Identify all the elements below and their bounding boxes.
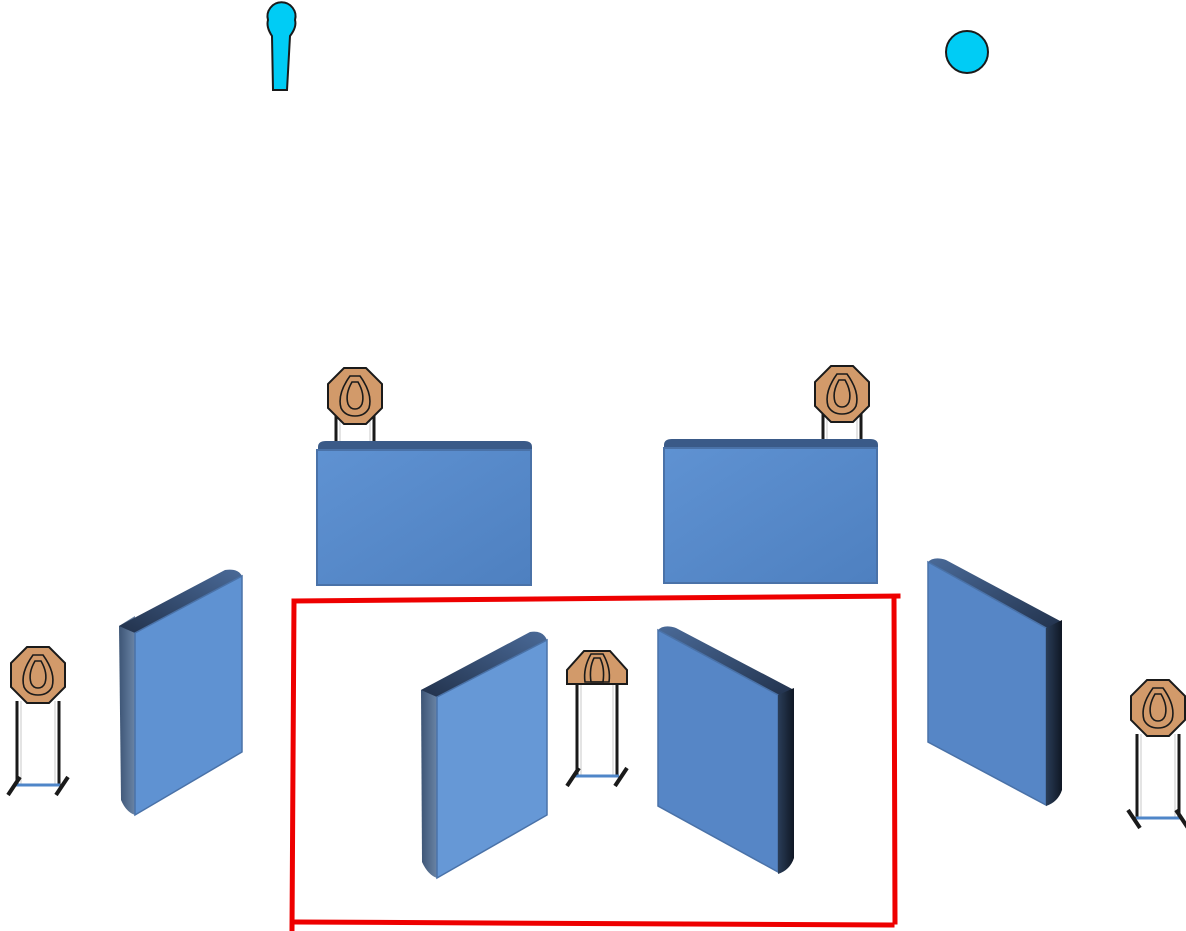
barricade-rear-left xyxy=(316,441,532,586)
target-far-right xyxy=(1126,679,1186,830)
target-rear-left xyxy=(327,367,383,444)
target-center xyxy=(565,650,629,788)
start-position-marker-round xyxy=(945,30,989,74)
start-position-marker xyxy=(266,1,297,91)
target-far-left xyxy=(6,646,70,797)
shooting-area-box xyxy=(289,593,901,931)
barricade-right-angled xyxy=(927,558,1062,807)
barricade-rear-right xyxy=(663,439,878,584)
target-rear-right xyxy=(814,365,870,442)
barricade-left-angled xyxy=(119,569,243,817)
barricade-center-left xyxy=(421,631,548,880)
barricade-center-right xyxy=(657,626,794,874)
